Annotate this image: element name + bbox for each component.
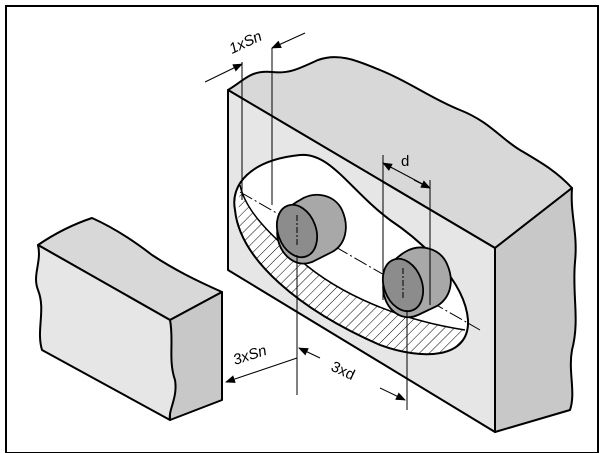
outer-frame [5,5,599,453]
label-d: d [401,153,409,170]
label-1xSn: 1xSn [227,28,265,58]
metal-block-top-face [227,56,573,249]
target-block-top [37,217,223,321]
label-3xd: 3xd [328,358,357,384]
target-block-front [35,244,177,421]
target-block [35,217,223,421]
metal-block-side-face [494,187,577,433]
label-3xSn: 3xSn [231,342,269,369]
dim-diameter: d [382,153,431,305]
